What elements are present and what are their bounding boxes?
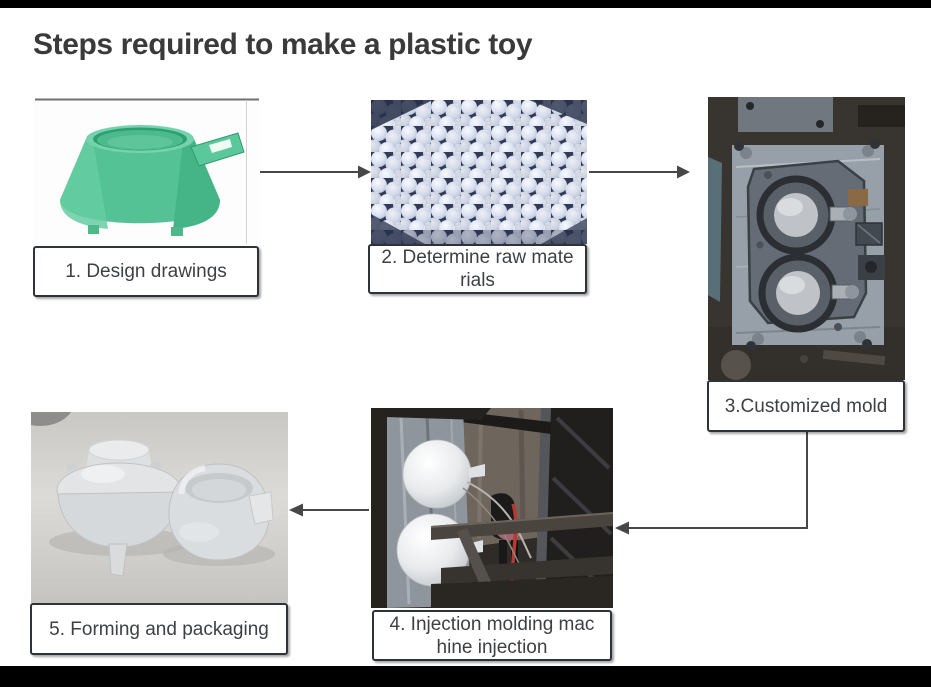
step-4-caption-text-line-2: hine injection bbox=[436, 636, 548, 658]
arrow-step4-to-step5 bbox=[289, 503, 369, 517]
step-1-caption: 1. Design drawings bbox=[33, 246, 259, 297]
step-4-caption: 4. Injection molding mac hine injection bbox=[372, 610, 612, 661]
step-3-caption: 3.Customized mold bbox=[707, 380, 905, 432]
top-black-bar bbox=[0, 0, 931, 8]
step-2-image bbox=[371, 100, 587, 244]
step-2-caption-text-line-2: rials bbox=[460, 270, 495, 291]
step-2-caption: 2. Determine raw mate rials bbox=[368, 244, 587, 294]
page-title: Steps required to make a plastic toy bbox=[33, 28, 533, 61]
step-2-caption-text-line-1: 2. Determine raw mate bbox=[381, 247, 574, 268]
step-4-caption-text-line-1: 4. Injection molding mac bbox=[389, 613, 595, 635]
step-3-caption-text: 3.Customized mold bbox=[724, 395, 888, 417]
step-1-caption-text: 1. Design drawings bbox=[65, 261, 227, 282]
step-3-image bbox=[708, 97, 905, 380]
step-4-image bbox=[371, 408, 613, 608]
arrow-step3-to-step4 bbox=[615, 432, 808, 535]
arrow-step2-to-step3 bbox=[589, 165, 690, 179]
step-5-caption-text: 5. Forming and packaging bbox=[49, 618, 269, 640]
step-1-image bbox=[33, 97, 260, 246]
arrow-step1-to-step2 bbox=[260, 165, 371, 179]
step-5-image bbox=[31, 412, 288, 603]
step-5-caption: 5. Forming and packaging bbox=[30, 603, 288, 655]
bottom-black-bar bbox=[0, 666, 931, 687]
